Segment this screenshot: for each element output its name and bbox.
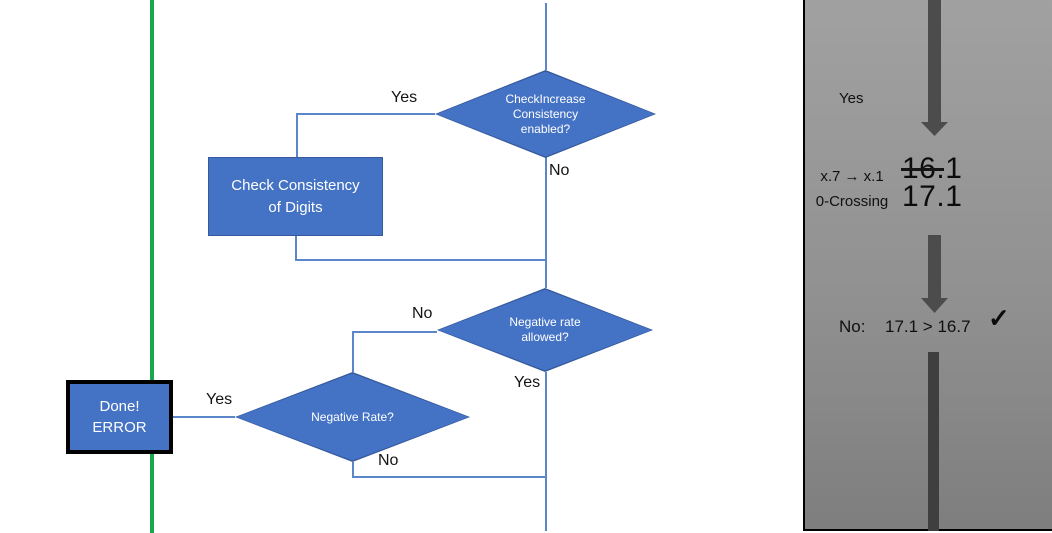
annotation-panel: Yes x.7 → x.1 0-Crossing 16.1 17.1 No: 1…	[803, 0, 1052, 531]
old-value-strikethrough: 16.1	[900, 152, 963, 185]
decision-line: Consistency	[512, 106, 579, 121]
label-check-increase-yes: Yes	[391, 89, 418, 106]
decision-negative-allowed: Negative rate allowed?	[437, 288, 653, 372]
rule-line-2: 0-Crossing	[815, 193, 889, 210]
green-guide-line	[150, 0, 154, 533]
down-arrow-head-icon	[921, 298, 948, 313]
connector-top-vertical	[545, 3, 547, 70]
process-line: of Digits	[268, 198, 323, 216]
label-negative-rate-yes: Yes	[206, 391, 233, 408]
connector-yes-vertical	[296, 113, 298, 157]
decision-negative-rate: Negative Rate?	[235, 372, 470, 462]
decision-negative-allowed-label: Negative rate allowed?	[438, 289, 652, 371]
decision-line: Negative Rate?	[311, 409, 394, 424]
down-arrow-shaft	[928, 352, 939, 531]
comparison-text: 17.1 > 16.7	[885, 317, 971, 336]
terminal-done-error: Done! ERROR	[66, 380, 173, 454]
label-negative-allowed-yes: Yes	[514, 374, 541, 391]
connector-yes-horizontal	[296, 113, 435, 115]
decision-check-increase-label: CheckIncrease Consistency enabled?	[436, 71, 655, 157]
down-arrow-head-icon	[921, 122, 948, 136]
connector-process-out-horizontal	[295, 259, 546, 261]
connector-done-horizontal	[173, 416, 235, 418]
connector-no-horizontal	[352, 331, 437, 333]
label-negative-allowed-no: No	[412, 305, 433, 322]
process-line: Check Consistency	[231, 176, 360, 194]
terminal-line: ERROR	[92, 419, 147, 436]
down-arrow-shaft	[928, 235, 941, 298]
decision-line: allowed?	[521, 330, 569, 344]
panel-no-label: No:	[839, 317, 866, 336]
connector-mid-vertical	[545, 157, 547, 288]
new-value: 17.1	[902, 180, 963, 213]
label-check-increase-no: No	[549, 162, 570, 179]
label-negative-rate-no: No	[378, 452, 399, 469]
decision-negative-rate-label: Negative Rate?	[236, 373, 469, 461]
down-arrow-shaft	[928, 0, 941, 122]
value-pair: 16.1 17.1	[900, 152, 963, 213]
connector-bottom-vertical	[545, 372, 547, 531]
zero-crossing-rule: x.7 → x.1 0-Crossing	[805, 164, 899, 214]
rule-line-1: x.7 → x.1	[820, 168, 884, 185]
connector-negrate-out-vertical	[352, 462, 354, 477]
process-check-consistency: Check Consistency of Digits	[208, 157, 383, 236]
decision-line: CheckIncrease	[505, 91, 586, 106]
connector-negrate-out-horizontal	[352, 476, 546, 478]
decision-line: enabled?	[520, 121, 571, 136]
connector-process-out-vertical	[295, 236, 297, 260]
panel-yes-label: Yes	[839, 90, 864, 107]
decision-line: Negative rate	[509, 315, 581, 329]
terminal-line: Done!	[99, 398, 140, 415]
decision-check-increase: CheckIncrease Consistency enabled?	[435, 70, 656, 158]
checkmark-icon: ✓	[988, 303, 1010, 333]
connector-no-vertical	[352, 331, 354, 372]
